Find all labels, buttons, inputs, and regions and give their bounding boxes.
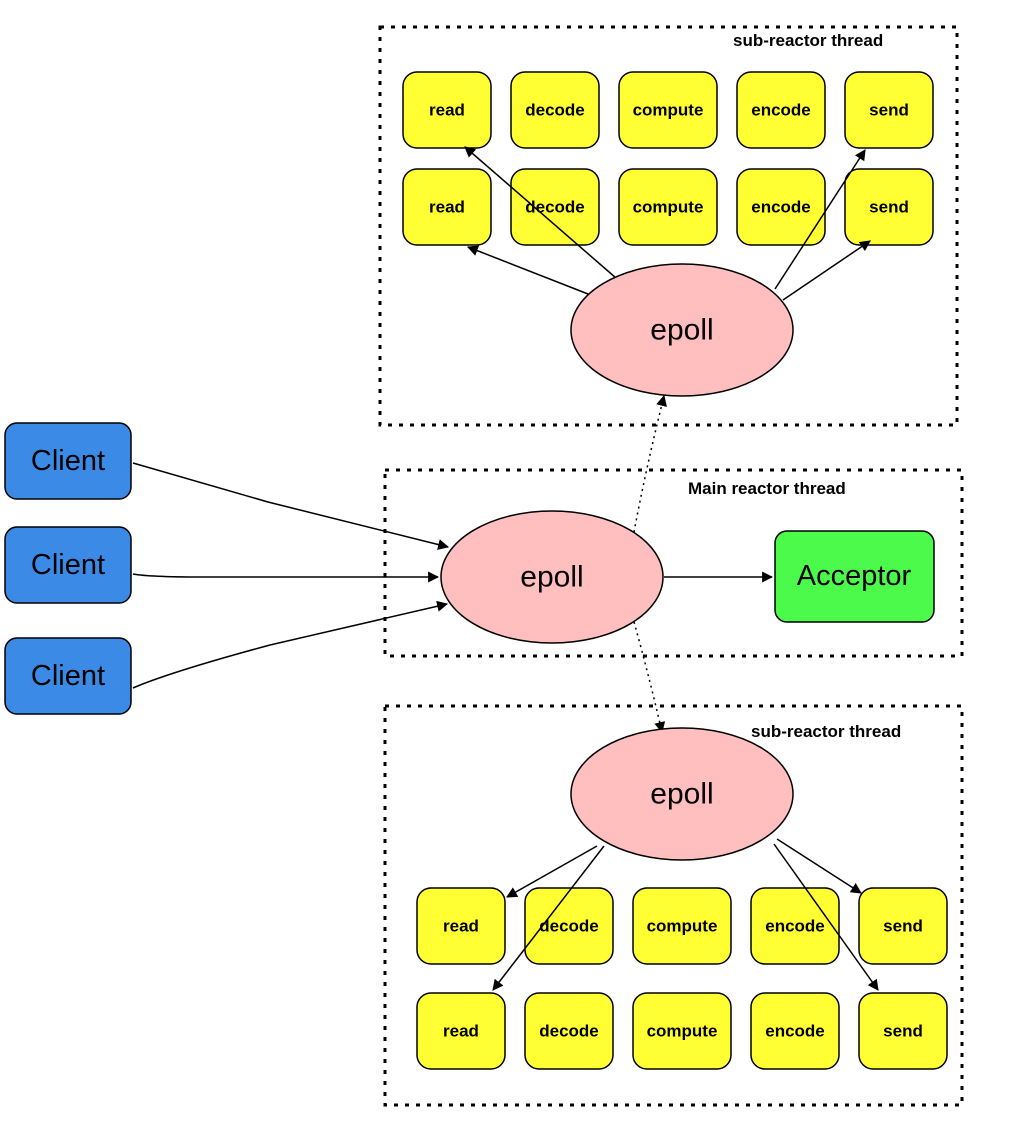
sub-top-epoll-label: epoll [650, 314, 713, 347]
task-label: send [869, 198, 909, 217]
task-label: encode [751, 101, 811, 120]
arrow-epoll-to-read-1 [464, 146, 617, 279]
arrow-client-2-to-epoll [132, 571, 440, 583]
task-label: compute [647, 1022, 718, 1041]
task-label: decode [525, 101, 585, 120]
task-box [750, 887, 840, 965]
sub-bottom-epoll-label: epoll [650, 778, 713, 811]
arrow-client-3-to-epoll [132, 600, 449, 689]
sub-bottom-row-2: read decode compute encode send [416, 992, 948, 1070]
task-label: read [429, 198, 465, 217]
arrow-epoll-to-read-2 [466, 245, 589, 295]
task-box [858, 887, 948, 965]
task-label: send [869, 101, 909, 120]
task-box [402, 71, 492, 149]
task-label: send [883, 1022, 923, 1041]
task-box [844, 168, 934, 246]
sub-top-row-2: read decode compute encode send [402, 168, 934, 246]
task-label: encode [765, 917, 825, 936]
arrow-epoll-to-send-2 [782, 240, 871, 301]
task-box [632, 992, 732, 1070]
client-box [4, 526, 132, 604]
task-label: read [443, 917, 479, 936]
task-label: send [883, 917, 923, 936]
client-label: Client [31, 549, 105, 581]
main-reactor-label: Main reactor thread [688, 479, 846, 498]
client-box [4, 422, 132, 500]
task-box [750, 992, 840, 1070]
arrow-client-1-to-epoll [132, 462, 450, 550]
task-box [618, 168, 718, 246]
dotted-arrow-to-top-epoll [633, 394, 667, 533]
task-label: decode [539, 917, 599, 936]
acceptor-label: Acceptor [797, 560, 912, 592]
sub-reactor-top-frame [378, 25, 959, 427]
client-box [4, 637, 132, 715]
task-box [736, 168, 826, 246]
sub-reactor-bottom-frame [383, 704, 964, 1107]
task-box [416, 887, 506, 965]
sub-top-row-1: read decode compute encode send [402, 71, 934, 149]
task-label: read [443, 1022, 479, 1041]
task-label: compute [647, 917, 718, 936]
task-box [402, 168, 492, 246]
main-epoll [440, 510, 664, 644]
arrow-epoll-to-send-1 [774, 149, 866, 290]
task-box [510, 168, 600, 246]
main-reactor: Main reactor thread Acceptor epoll [383, 394, 964, 734]
task-box [416, 992, 506, 1070]
task-box [524, 887, 614, 965]
task-box [858, 992, 948, 1070]
task-box [618, 71, 718, 149]
dotted-arrow-to-bottom-epoll [633, 621, 666, 734]
client-label: Client [31, 445, 105, 477]
client-label: Client [31, 660, 105, 692]
arrow-epoll-to-send-2 [773, 843, 879, 991]
sub-reactor-bottom: sub-reactor thread read decode compute e… [383, 704, 964, 1107]
task-box [844, 71, 934, 149]
sub-bottom-epoll [570, 727, 794, 861]
main-epoll-label: epoll [520, 561, 583, 594]
task-box [524, 992, 614, 1070]
sub-reactor-bottom-label: sub-reactor thread [751, 722, 901, 741]
acceptor-box [774, 530, 935, 623]
sub-reactor-top: sub-reactor thread read decode compute e… [378, 25, 959, 427]
task-label: compute [633, 198, 704, 217]
task-box [736, 71, 826, 149]
task-label: read [429, 101, 465, 120]
sub-bottom-row-1: read decode compute encode send [416, 887, 948, 965]
sub-reactor-top-label: sub-reactor thread [733, 31, 883, 50]
task-box [510, 71, 600, 149]
main-reactor-frame [383, 468, 964, 658]
task-label: encode [751, 198, 811, 217]
task-label: decode [539, 1022, 599, 1041]
task-label: compute [633, 101, 704, 120]
task-box [632, 887, 732, 965]
arrow-epoll-to-read-1 [506, 845, 598, 898]
sub-top-epoll [570, 263, 794, 397]
clients: Client Client Client [4, 422, 450, 715]
arrow-epoll-to-read-2 [492, 845, 605, 991]
task-label: encode [765, 1022, 825, 1041]
arrow-epoll-to-send-1 [776, 838, 862, 894]
